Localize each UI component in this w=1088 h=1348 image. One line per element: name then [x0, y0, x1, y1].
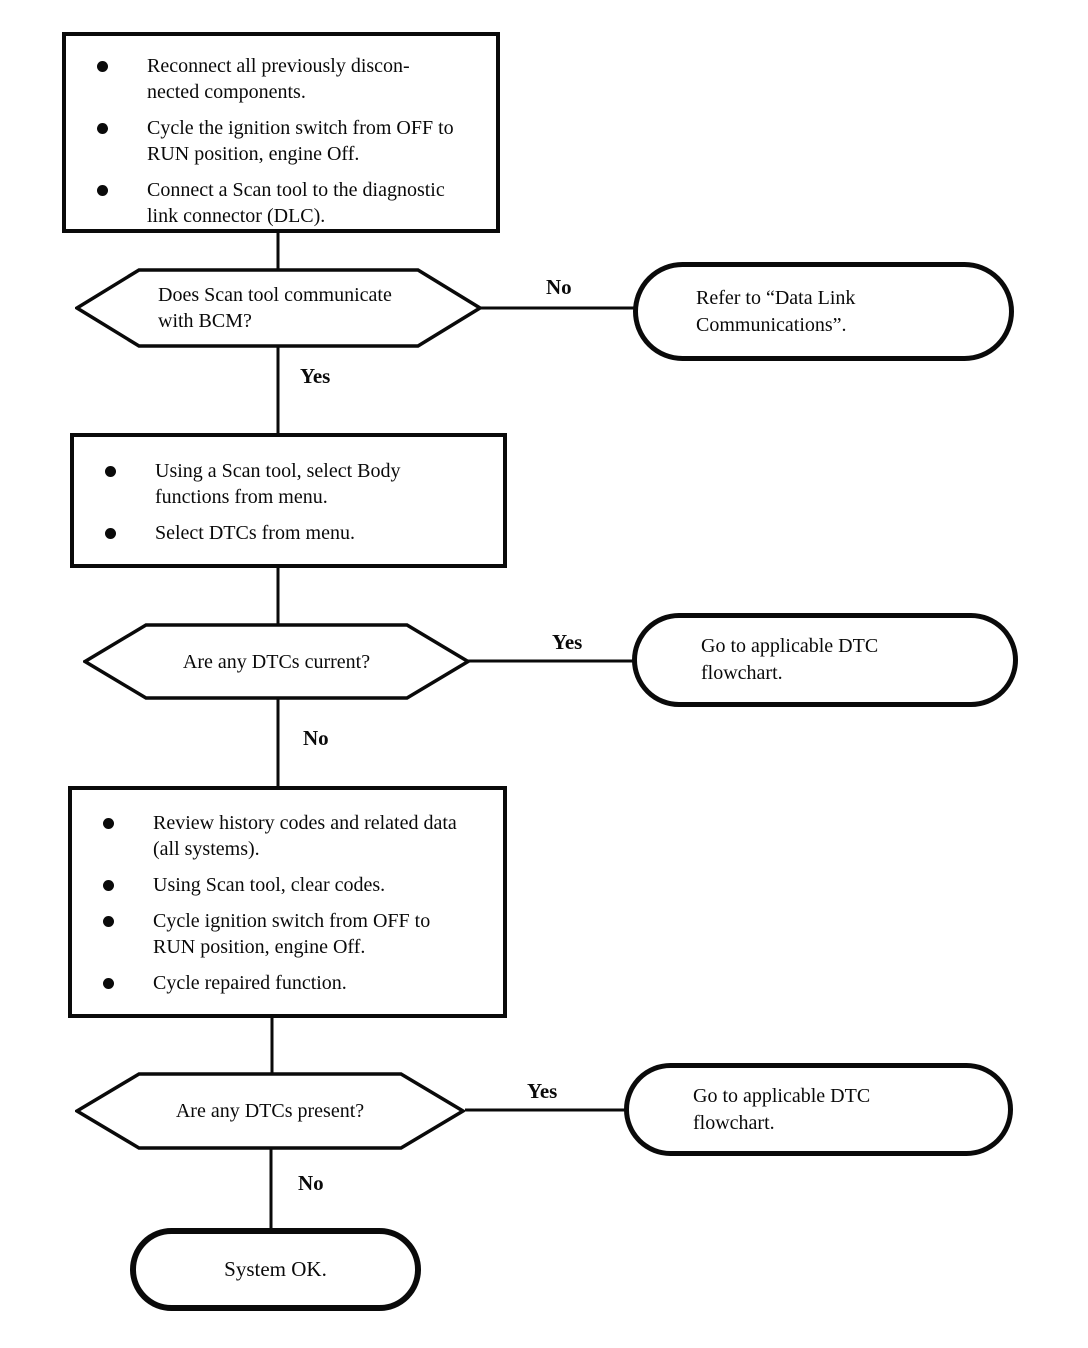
bullet-item: Cycle repaired function.	[72, 970, 503, 996]
process-step-text: Reconnect all previously discon- nected …	[147, 55, 410, 103]
bullet-icon	[103, 818, 114, 829]
bullet-icon	[103, 978, 114, 989]
process-step-text: Using Scan tool, clear codes.	[153, 874, 386, 896]
bullet-icon	[103, 916, 114, 927]
bullet-item: Using a Scan tool, select Body functions…	[74, 458, 503, 510]
terminal-data-link-communications: Refer to “Data Link Communications”.	[633, 262, 1014, 361]
process-box-select-body-functions: Using a Scan tool, select Body functions…	[70, 433, 507, 568]
terminal-text: Go to applicable DTC flowchart.	[693, 1084, 871, 1134]
bullet-icon	[97, 123, 108, 134]
decision-dtcs-current: Are any DTCs current?	[83, 623, 470, 700]
terminal-text: Refer to “Data Link Communications”.	[696, 286, 856, 336]
bullet-icon	[97, 185, 108, 196]
terminal-system-ok: System OK.	[130, 1228, 421, 1311]
bullet-icon	[105, 528, 116, 539]
hexagon-shape	[75, 1072, 465, 1150]
hexagon-shape	[75, 268, 482, 348]
decision-question: Are any DTCs current?	[182, 650, 371, 673]
bullet-icon	[103, 880, 114, 891]
process-step-text: Review history codes and related data (a…	[153, 812, 457, 860]
bullet-item: Review history codes and related data (a…	[72, 810, 503, 862]
bullet-item: Cycle the ignition switch from OFF to RU…	[66, 115, 496, 167]
decision-scan-tool-communicates: Does Scan tool communicate with BCM?	[75, 268, 482, 348]
bullet-item: Select DTCs from menu.	[74, 520, 503, 546]
terminal-dtc-flowchart-1: Go to applicable DTC flowchart.	[632, 613, 1018, 707]
edge-label-no: No	[298, 1171, 324, 1195]
edge-label-yes: Yes	[527, 1079, 558, 1103]
process-step-text: Connect a Scan tool to the diagnostic li…	[147, 179, 445, 227]
terminal-text: System OK.	[224, 1257, 327, 1281]
decision-question: Are any DTCs present?	[175, 1100, 365, 1122]
bullet-item: Reconnect all previously discon- nected …	[66, 53, 496, 105]
hexagon-shape	[83, 623, 470, 700]
edge-label-yes: Yes	[300, 364, 331, 388]
process-step-text: Cycle the ignition switch from OFF to RU…	[147, 117, 454, 165]
bullet-icon	[105, 466, 116, 477]
terminal-dtc-flowchart-2: Go to applicable DTC flowchart.	[624, 1063, 1013, 1156]
process-step-text: Cycle repaired function.	[153, 972, 347, 994]
process-step-text: Cycle ignition switch from OFF to RUN po…	[153, 910, 431, 958]
bullet-item: Using Scan tool, clear codes.	[72, 872, 503, 898]
process-step-text: Using a Scan tool, select Body functions…	[155, 460, 401, 508]
process-box-review-history-codes: Review history codes and related data (a…	[68, 786, 507, 1018]
terminal-text: Go to applicable DTC flowchart.	[701, 635, 879, 684]
edge-label-no: No	[546, 275, 572, 299]
process-box-reconnect: Reconnect all previously discon- nected …	[62, 32, 500, 233]
bullet-item: Connect a Scan tool to the diagnostic li…	[66, 177, 496, 229]
edge-label-yes: Yes	[552, 630, 583, 654]
decision-dtcs-present: Are any DTCs present?	[75, 1072, 465, 1150]
process-step-text: Select DTCs from menu.	[155, 522, 355, 544]
edge-label-no: No	[303, 726, 329, 750]
decision-question: Does Scan tool communicate with BCM?	[158, 284, 392, 332]
bullet-icon	[97, 61, 108, 72]
bullet-item: Cycle ignition switch from OFF to RUN po…	[72, 908, 503, 960]
